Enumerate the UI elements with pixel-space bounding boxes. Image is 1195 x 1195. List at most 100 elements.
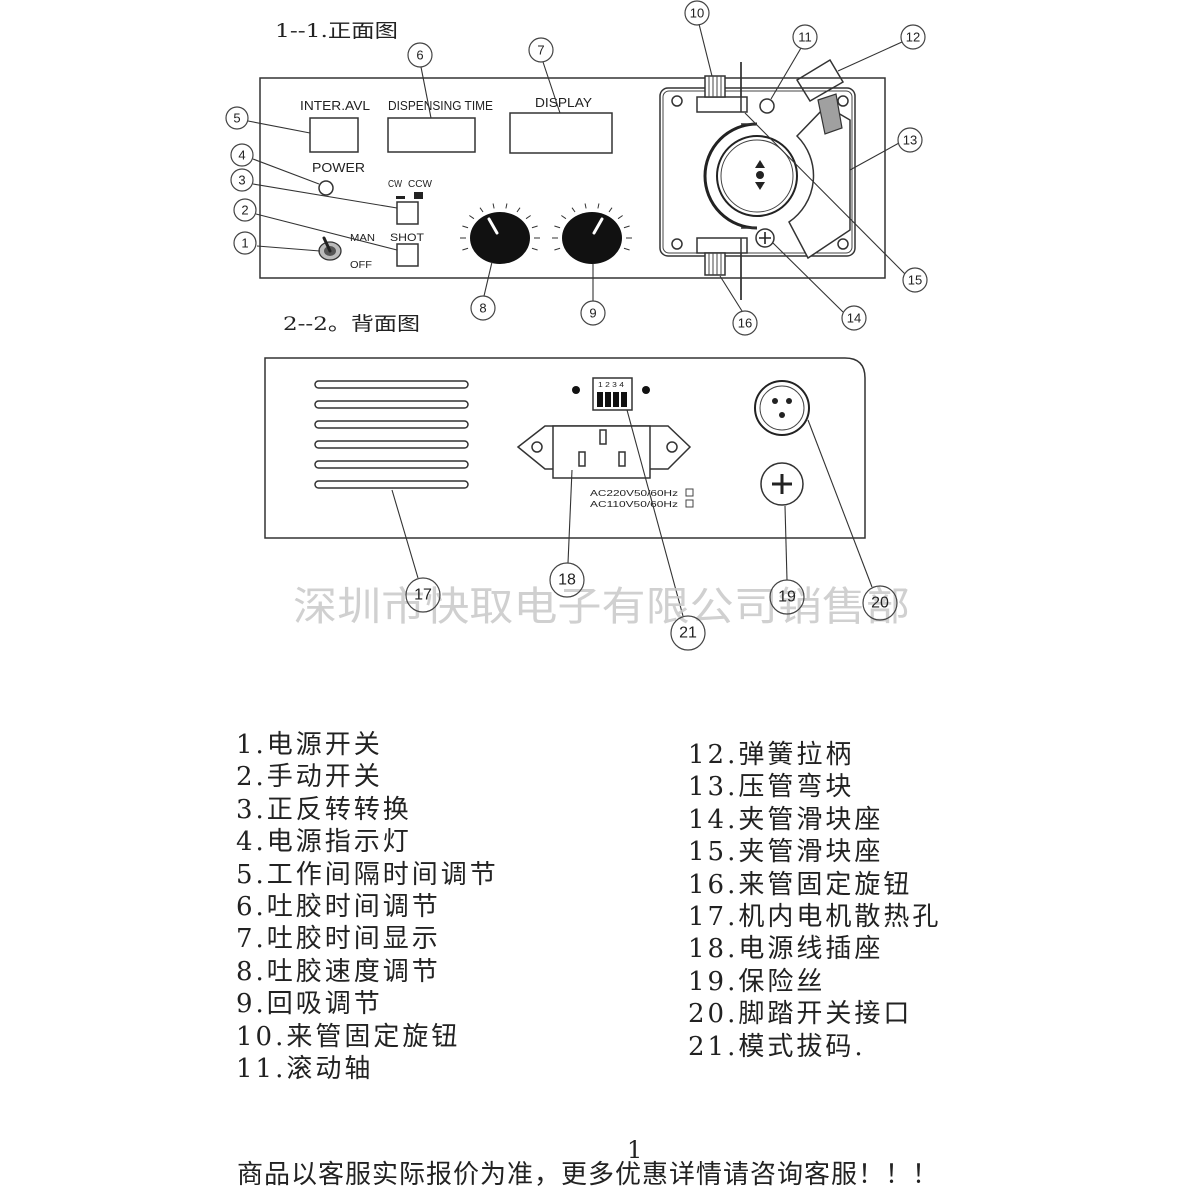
callout-6: 6 xyxy=(407,42,433,68)
svg-text:14: 14 xyxy=(847,311,861,326)
legend-item: 14.夹管滑块座 xyxy=(688,804,884,835)
knob-tick xyxy=(462,225,469,229)
legend-item: 12.弹簧拉柄 xyxy=(688,740,855,770)
legend-right-column: 12.弹簧拉柄 13.压管弯块 14.夹管滑块座 15.夹管滑块座 16.来管固… xyxy=(688,739,941,1063)
knob-tick xyxy=(608,207,613,213)
manual-shot-button xyxy=(396,243,419,267)
legend-item: 18.电源线插座 xyxy=(688,934,884,965)
knob-tick xyxy=(554,247,561,251)
tube-clamp-bottom xyxy=(696,237,748,254)
callout-7: 7 xyxy=(528,37,554,63)
knob-tick xyxy=(623,247,630,251)
leader-line-16 xyxy=(719,275,743,312)
callout-13: 13 xyxy=(897,127,923,153)
knob-tick xyxy=(571,207,576,213)
callout-17: 17 xyxy=(405,577,441,613)
knob-8-scale xyxy=(460,203,540,251)
leader-line-18 xyxy=(567,469,573,564)
leader-line-10 xyxy=(698,23,713,77)
label-off: OFF xyxy=(350,260,372,271)
tube-fix-knob-bottom xyxy=(704,252,726,276)
pump-head xyxy=(659,58,856,300)
label-dispensing-time: DISPENSING TIME xyxy=(388,98,493,113)
knob-9-scale xyxy=(552,203,632,251)
fuse-plus-icon xyxy=(772,474,792,494)
svg-text:6: 6 xyxy=(416,48,423,63)
page-number: 1 xyxy=(627,1136,643,1164)
power-cord-socket xyxy=(516,425,692,479)
callout-21: 21 xyxy=(670,615,706,651)
svg-text:17: 17 xyxy=(414,587,432,604)
legend-item: 1.电源开关 xyxy=(236,730,383,760)
leader-line-11 xyxy=(770,47,802,100)
leader-line-4 xyxy=(252,158,320,185)
leader-line-8 xyxy=(483,261,493,297)
dispensing-time-box xyxy=(387,117,476,153)
svg-text:11: 11 xyxy=(798,30,812,45)
legend-item: 11.滚动轴 xyxy=(236,1053,374,1084)
leader-line-7 xyxy=(542,61,561,114)
display-box xyxy=(509,112,613,154)
svg-text:16: 16 xyxy=(738,316,752,331)
legend-item: 6.吐胶时间调节 xyxy=(236,891,441,922)
screw-plus-icon xyxy=(755,228,775,248)
direction-arrows-icon xyxy=(755,160,765,190)
svg-text:12: 12 xyxy=(906,30,920,45)
legend-item: 17.机内电机散热孔 xyxy=(688,901,942,932)
mounting-screw-hole xyxy=(671,95,683,107)
leader-line-5 xyxy=(247,120,311,134)
knob-tick xyxy=(584,203,587,209)
dispensing-speed-knob xyxy=(460,203,540,264)
mounting-screw-hole xyxy=(671,238,683,250)
svg-text:21: 21 xyxy=(679,625,697,642)
callout-2: 2 xyxy=(233,198,257,222)
leader-line-21 xyxy=(626,409,684,617)
front-callouts: 1 2 3 4 5 6 7 8 9 10 11 12 13 14 15 16 xyxy=(225,0,928,336)
svg-text:13: 13 xyxy=(903,133,917,148)
label-cw: CW xyxy=(388,179,402,190)
svg-text:19: 19 xyxy=(778,589,796,606)
knob-tick xyxy=(554,225,561,229)
legend-item: 15.夹管滑块座 xyxy=(688,837,884,868)
leader-line-19 xyxy=(784,505,788,581)
knob-tick xyxy=(516,207,521,213)
legend-item: 5.工作间隔时间调节 xyxy=(236,859,499,890)
label-ccw: CCW xyxy=(408,179,433,190)
mounting-screw-hole xyxy=(837,95,849,107)
leader-line-6 xyxy=(420,66,432,119)
press-tube-bend-block xyxy=(788,105,851,260)
leader-line-17 xyxy=(391,489,419,579)
svg-text:15: 15 xyxy=(908,273,922,288)
knob-tick xyxy=(531,247,538,251)
label-power: POWER xyxy=(312,160,365,175)
footer-notice: 商品以客服实际报价为准，更多优惠详情请咨询客服！！！ xyxy=(237,1160,940,1190)
legend-item: 10.来管固定旋钮 xyxy=(236,1021,461,1052)
svg-text:8: 8 xyxy=(479,301,486,316)
callout-4: 4 xyxy=(230,143,254,167)
legend-item: 20.脚踏开关接口 xyxy=(688,999,913,1030)
motor-vent-slots xyxy=(314,380,469,489)
knob-tick xyxy=(462,247,469,251)
callout-11: 11 xyxy=(792,24,818,50)
suck-back-knob xyxy=(552,203,632,264)
leader-line-2 xyxy=(255,213,398,251)
knob-tick xyxy=(492,203,495,209)
legend-left-column: 1.电源开关 2.手动开关 3.正反转转换 4.电源指示灯 5.工作间隔时间调节… xyxy=(236,729,499,1085)
knob-tick xyxy=(525,215,531,220)
fuse-holder xyxy=(760,462,804,506)
roller-shaft-pin xyxy=(759,98,775,114)
callout-19: 19 xyxy=(769,579,805,615)
svg-text:1: 1 xyxy=(241,236,248,251)
callout-15: 15 xyxy=(902,267,928,293)
leader-line-14 xyxy=(772,242,844,313)
legend-item: 13.压管弯块 xyxy=(688,772,855,803)
knob-tick xyxy=(561,215,567,220)
callout-10: 10 xyxy=(684,0,710,26)
ccw-indicator-mark xyxy=(414,192,423,199)
front-view: 1--1.正面图 INTER.AVL DISPENSING TIME DISPL… xyxy=(225,0,928,336)
legend-item: 7.吐胶时间显示 xyxy=(236,924,441,955)
voltage-option-220: AC220V50/60Hz xyxy=(590,488,678,498)
dip-mode-switch: 1 2 3 4 xyxy=(572,377,650,411)
cw-indicator-mark xyxy=(396,196,405,199)
leader-line-12 xyxy=(837,41,903,72)
